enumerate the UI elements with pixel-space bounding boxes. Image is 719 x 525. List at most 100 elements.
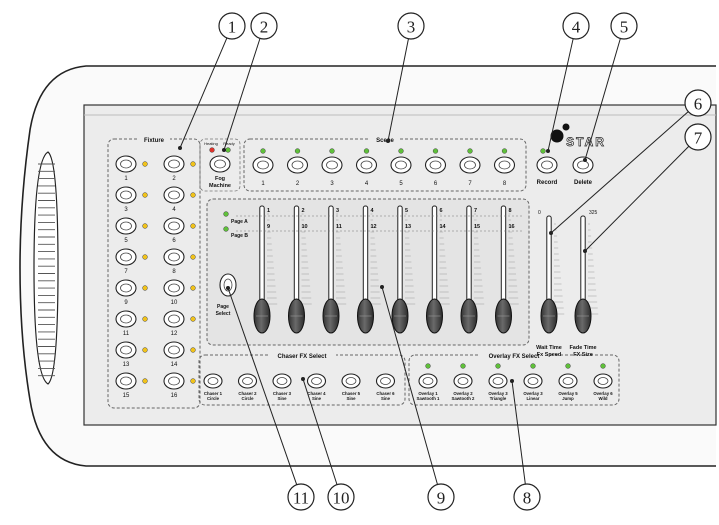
scene-button-2[interactable]: 2 bbox=[286, 156, 309, 187]
overlay-led-2 bbox=[460, 363, 466, 369]
channel-fader-7[interactable] bbox=[460, 205, 485, 334]
fixture-button-9[interactable]: 9 bbox=[115, 279, 137, 306]
scene-label-7: 7 bbox=[468, 181, 472, 187]
scene-label-6: 6 bbox=[434, 181, 438, 187]
fixture-label-12: 12 bbox=[171, 331, 178, 337]
callout-leader-11 bbox=[227, 287, 298, 485]
overlay-led-5 bbox=[565, 363, 571, 369]
callout-dot-9 bbox=[380, 285, 384, 289]
channel-fader-5[interactable] bbox=[391, 205, 416, 334]
callout-circle-3 bbox=[397, 12, 425, 40]
channel-fader-8[interactable] bbox=[495, 205, 519, 334]
fade-fader-track[interactable] bbox=[574, 215, 599, 334]
fixture-led-12 bbox=[190, 316, 196, 322]
channel-fader-6[interactable] bbox=[426, 205, 450, 334]
fixture-button-10[interactable]: 10 bbox=[163, 279, 185, 306]
fixture-button-8[interactable]: 8 bbox=[163, 248, 185, 275]
fixture-button-4[interactable]: 4 bbox=[163, 186, 185, 213]
fixture-button-6[interactable]: 6 bbox=[163, 217, 185, 244]
fixture-button-14[interactable]: 14 bbox=[163, 341, 185, 368]
chaser-label-1-line2: Circle bbox=[207, 396, 220, 401]
callout-leader-5 bbox=[584, 38, 621, 161]
fixture-label-4: 4 bbox=[172, 207, 176, 213]
channel-fader-2[interactable] bbox=[288, 205, 312, 334]
wait-label-line2: Fx Speed bbox=[537, 352, 561, 358]
fader-bottom-label-15: 15 bbox=[474, 224, 480, 230]
fade-top-label: 325 bbox=[589, 210, 598, 216]
scene-button-5[interactable]: 5 bbox=[390, 156, 412, 187]
channel-fader-1[interactable] bbox=[253, 205, 278, 334]
callout-leader-4 bbox=[547, 38, 574, 152]
callout-circle-10 bbox=[327, 483, 355, 511]
overlay-label-4-line2: Linear bbox=[527, 396, 540, 401]
record-button[interactable]: Record bbox=[536, 148, 558, 186]
fader-top-label-8: 8 bbox=[509, 208, 512, 214]
callout-number-7: 7 bbox=[694, 129, 703, 148]
page-select-button[interactable]: Page Select bbox=[216, 273, 237, 317]
callout-circle-5 bbox=[610, 12, 638, 40]
chaser-label-6-line2: Sine bbox=[381, 396, 391, 401]
chaser-title: Chaser FX Select bbox=[277, 354, 326, 360]
fixture-button-15[interactable]: 15 bbox=[115, 372, 137, 399]
callout-number-11: 11 bbox=[293, 489, 309, 508]
wait-time-fader[interactable]: 0 Wait Time Fx Speed bbox=[536, 210, 565, 358]
scene-led-2 bbox=[294, 148, 301, 154]
fader-bottom-label-13: 13 bbox=[405, 224, 411, 230]
fixture-label-3: 3 bbox=[124, 207, 128, 213]
scene-button-1[interactable]: 1 bbox=[252, 156, 274, 187]
fixture-button-5[interactable]: 5 bbox=[115, 217, 137, 244]
fade-time-fader[interactable]: 325 Fade Time FX Size bbox=[569, 210, 599, 358]
channel-fader-3[interactable] bbox=[322, 205, 347, 334]
callout-circle-4 bbox=[562, 12, 590, 40]
callout-leader-10 bbox=[302, 378, 338, 485]
fog-machine-button[interactable]: Fog Machine bbox=[209, 155, 231, 189]
fixture-led-4 bbox=[190, 192, 196, 198]
scene-label-3: 3 bbox=[330, 181, 334, 187]
callout-leader-6 bbox=[550, 111, 689, 234]
fade-label-line1: Fade Time bbox=[569, 345, 596, 351]
fader-bottom-label-10: 10 bbox=[302, 224, 308, 230]
scene-button-6[interactable]: 6 bbox=[424, 156, 447, 187]
fixture-led-8 bbox=[190, 254, 196, 260]
chaser-label-2-line1: Chaser 2 bbox=[238, 391, 257, 396]
wait-fader-track[interactable] bbox=[540, 215, 565, 334]
ready-label: Ready bbox=[223, 141, 235, 146]
fixture-led-15 bbox=[142, 378, 148, 384]
fixture-button-1[interactable]: 1 bbox=[115, 155, 137, 182]
scene-button-8[interactable]: 8 bbox=[493, 156, 516, 187]
fader-top-label-6: 6 bbox=[440, 208, 443, 214]
callout-leader-7 bbox=[584, 145, 690, 252]
fixture-button-16[interactable]: 16 bbox=[163, 372, 185, 399]
scene-button-3[interactable]: 3 bbox=[321, 156, 343, 187]
fixture-button-7[interactable]: 7 bbox=[115, 248, 137, 275]
fixture-button-12[interactable]: 12 bbox=[163, 310, 185, 337]
scene-button-7[interactable]: 7 bbox=[459, 156, 481, 187]
fixture-button-13[interactable]: 13 bbox=[115, 341, 137, 368]
callout-circle-8 bbox=[513, 483, 541, 511]
fader-top-label-1: 1 bbox=[267, 208, 270, 214]
delete-button[interactable]: Delete bbox=[572, 156, 594, 186]
scene-button-4[interactable]: 4 bbox=[355, 156, 378, 187]
scene-label-8: 8 bbox=[503, 181, 507, 187]
channel-fader-4[interactable] bbox=[357, 205, 381, 334]
callout-leader-3 bbox=[387, 38, 409, 142]
fixture-button-2[interactable]: 2 bbox=[163, 155, 185, 182]
fixture-button-11[interactable]: 11 bbox=[115, 310, 137, 337]
chaser-label-6-line1: Chaser 6 bbox=[376, 391, 395, 396]
side-grill bbox=[33, 151, 59, 385]
fixture-button-3[interactable]: 3 bbox=[115, 186, 137, 213]
